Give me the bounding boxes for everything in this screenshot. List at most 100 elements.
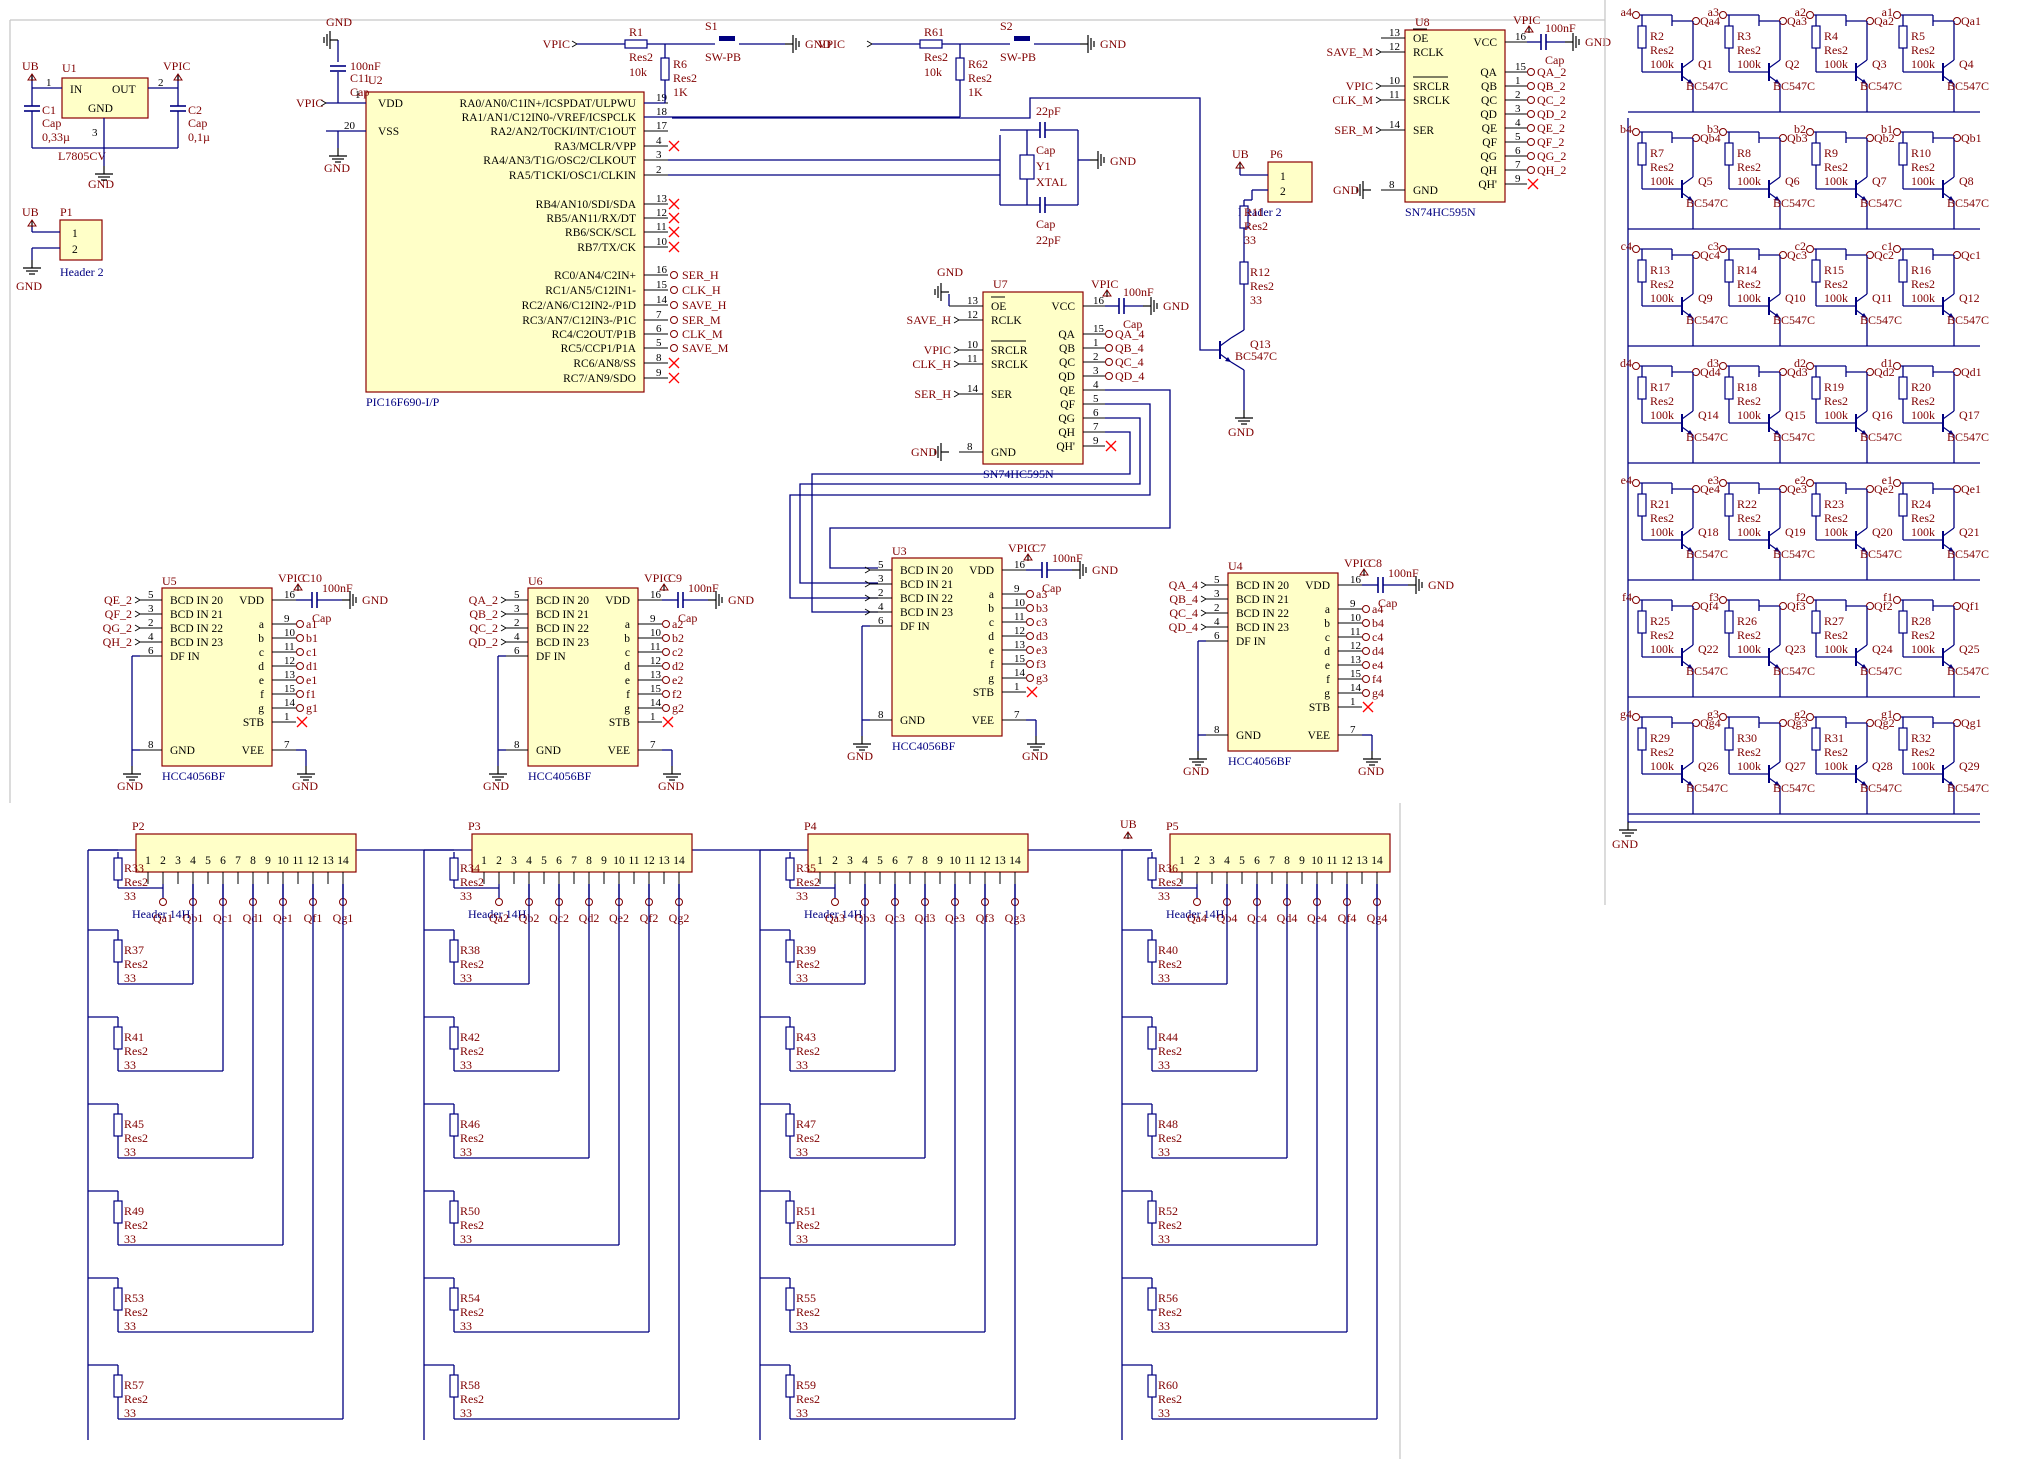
- bcd-decoder-u5-body[interactable]: [161, 587, 273, 767]
- header-p2-body[interactable]: [135, 833, 357, 873]
- mcu-pin-ra0: RA0/AN0/C1IN+/ICSPDAT/ULPWU: [460, 98, 637, 110]
- pin-arrow: [864, 608, 871, 616]
- net-port-marker: [1193, 898, 1201, 906]
- sr-pin-gnd: GND: [1413, 185, 1438, 197]
- header-p1[interactable]: [59, 219, 103, 261]
- header-pin-12: 12: [643, 855, 655, 867]
- pin-num: 11: [1014, 611, 1025, 623]
- seg-resistor-ref: R56: [1158, 1291, 1178, 1305]
- mcu-name: PIC16F690-I/P: [366, 395, 440, 409]
- base-resistor-value: 100k: [1650, 408, 1674, 422]
- resistor-body: [113, 1026, 123, 1050]
- seg-resistor-type: Res2: [796, 1305, 820, 1319]
- seg-resistor-value: 33: [460, 971, 472, 985]
- pin-num: 3: [148, 603, 154, 615]
- switch-actuator[interactable]: [719, 36, 735, 41]
- decoder-pin-a: a: [989, 589, 994, 601]
- decoder-pin-c: c: [989, 617, 994, 629]
- pin-arrow: [134, 610, 141, 618]
- base-resistor-value: 100k: [1824, 408, 1848, 422]
- bcd-decoder-u6-body[interactable]: [527, 587, 639, 767]
- net-clk-m: CLK_M: [682, 327, 723, 341]
- net-port-marker: [1362, 689, 1370, 697]
- regulator-u1[interactable]: [61, 77, 149, 119]
- seg-resistor-value: 33: [796, 1145, 808, 1159]
- no-connect-mark: [1105, 440, 1117, 452]
- net-qg-2: QG_2: [1537, 149, 1566, 163]
- pin-num: 13: [967, 295, 979, 307]
- shift-register-u8-body[interactable]: [1404, 29, 1506, 203]
- net-qa2: Qa2: [1874, 14, 1894, 28]
- net-qa-2: QA_2: [469, 593, 498, 607]
- net-port-marker: [1527, 152, 1535, 160]
- pin-num: 7: [650, 739, 656, 751]
- ground-symbol: [853, 736, 871, 751]
- pin-arrow: [953, 360, 960, 368]
- crystal-y1[interactable]: [1019, 154, 1035, 180]
- net-port-marker: [296, 676, 304, 684]
- net-qc2: Qc2: [1874, 248, 1894, 262]
- pin-num: 10: [650, 627, 662, 639]
- decoder-pin-vdd: VDD: [239, 595, 264, 607]
- decoder-pin-c: c: [259, 647, 264, 659]
- ground-symbol: [1565, 33, 1580, 51]
- seg-resistor-ref: R51: [796, 1204, 816, 1218]
- net-port-marker: [296, 620, 304, 628]
- header-p6[interactable]: [1267, 161, 1313, 203]
- pin-num: 2: [514, 617, 520, 629]
- shift-register-u7-body[interactable]: [982, 291, 1084, 465]
- transistor-ref: Q2: [1785, 57, 1800, 71]
- header-p3-body[interactable]: [471, 833, 693, 873]
- decoder-pin-c: c: [1325, 632, 1330, 644]
- net-qe1: Qe1: [1961, 482, 1981, 496]
- header-pin-3: 3: [511, 855, 517, 867]
- npn-transistor-symbol: [1855, 761, 1868, 787]
- base-resistor-value: 100k: [1737, 174, 1761, 188]
- sr-pin-qg: QG: [1058, 413, 1075, 425]
- header-p4-body[interactable]: [807, 833, 1029, 873]
- no-connect-mark: [668, 140, 680, 152]
- net-a2: a2: [672, 617, 683, 631]
- npn-transistor-symbol: [1942, 59, 1955, 85]
- seg-resistor-type: Res2: [124, 1392, 148, 1406]
- header-pin-1: 1: [817, 855, 823, 867]
- gnd-label: GND: [16, 279, 42, 293]
- transistor-type: BC547C: [1860, 430, 1902, 444]
- transistor-ref: Q20: [1872, 525, 1893, 539]
- net-ser-m: SER_M: [682, 313, 721, 327]
- net-qf3: Qf3: [1787, 599, 1806, 613]
- seg-resistor-ref: R42: [460, 1030, 480, 1044]
- base-resistor-value: 100k: [1824, 759, 1848, 773]
- vpic-label: VPIC: [1344, 556, 1371, 570]
- decoder-cap-ref: C7: [1032, 541, 1046, 555]
- net-e1: e1: [306, 673, 317, 687]
- base-resistor-ref: R23: [1824, 497, 1844, 511]
- bcd-decoder-u4-body[interactable]: [1227, 572, 1339, 752]
- net-c1: c1: [306, 645, 317, 659]
- gnd-label: GND: [658, 779, 684, 793]
- decoder-pin-stb: STB: [973, 687, 994, 699]
- bcd-decoder-u3-body[interactable]: [891, 557, 1003, 737]
- resistor-body: [1147, 1287, 1157, 1311]
- sr-pin-qc: QC: [1481, 95, 1497, 107]
- header-p5-body[interactable]: [1169, 833, 1391, 873]
- decoder-pin-b: b: [1324, 618, 1330, 630]
- gnd-label: GND: [1022, 749, 1048, 763]
- net-port-marker: [831, 898, 839, 906]
- mcu-u2[interactable]: [365, 91, 645, 393]
- decoder-pin-g: g: [988, 673, 994, 685]
- net-qf2: Qf2: [1874, 599, 1893, 613]
- resistor-body: [1637, 376, 1647, 400]
- decoder-pin-bcd-in-23: BCD IN 23: [536, 637, 589, 649]
- transistor-ref: Q22: [1698, 642, 1719, 656]
- switch-actuator[interactable]: [1014, 36, 1030, 41]
- decoder-pin-bcd-in-21: BCD IN 21: [1236, 594, 1289, 606]
- pin-num: 1: [1515, 75, 1521, 87]
- sr-cap-value: 100nF: [1545, 21, 1576, 35]
- no-connect-mark: [1026, 686, 1038, 698]
- resistor-body: [1147, 939, 1157, 963]
- net-ser-h: SER_H: [682, 268, 719, 282]
